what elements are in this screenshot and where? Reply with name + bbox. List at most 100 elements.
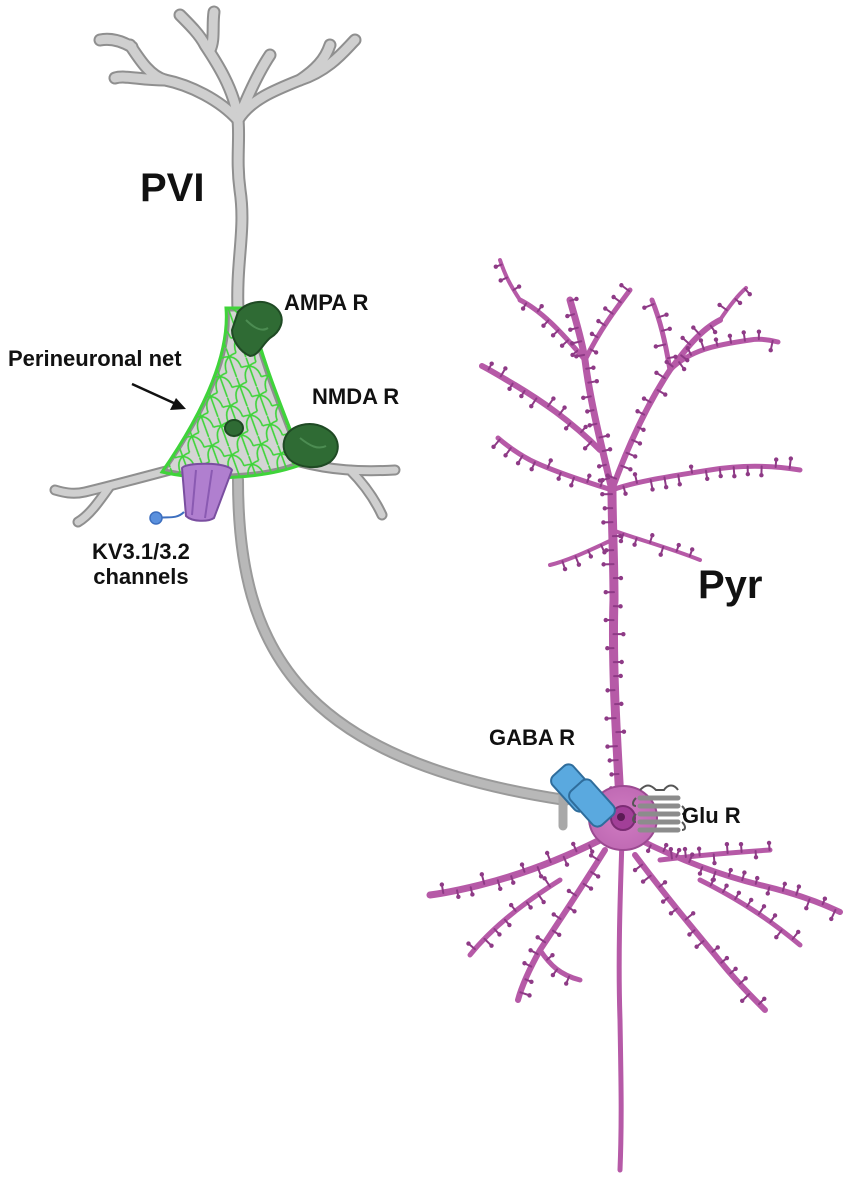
spine-head [529, 466, 534, 472]
spine-head [529, 979, 534, 985]
spine-head [664, 359, 669, 365]
spine-head [667, 326, 672, 332]
spine-head [772, 913, 778, 918]
spine-head [562, 405, 567, 410]
spine-head [728, 867, 733, 873]
spine-head [632, 867, 638, 873]
spine-head [712, 860, 717, 866]
spine-head [765, 891, 770, 896]
spine-head [774, 457, 779, 462]
spine-head [748, 897, 754, 903]
spine-head [691, 911, 696, 916]
spine-head [528, 905, 533, 910]
spine-head [680, 335, 685, 341]
spine-head [635, 409, 640, 414]
spine-head [593, 350, 599, 355]
spine-head [727, 333, 733, 339]
spine-head [605, 473, 610, 478]
spine-head [618, 673, 623, 679]
spine-head [591, 365, 596, 370]
pvi-apical-dendrites [93, 5, 362, 317]
spine-head [685, 357, 690, 363]
spine-head [511, 880, 516, 885]
spine-head [715, 945, 720, 950]
spine-head [755, 875, 760, 881]
spine-head [668, 846, 674, 852]
spine-head [570, 352, 575, 358]
spine-head [738, 842, 744, 847]
spine-head [583, 424, 588, 430]
spine-head [603, 617, 608, 623]
spine-head [522, 961, 527, 966]
spine-head [470, 892, 475, 897]
ampa-receptor-icon [230, 301, 283, 358]
spine-head [568, 327, 573, 332]
spine-head [605, 433, 611, 438]
spine-head [596, 464, 602, 469]
spine-head [637, 441, 643, 446]
spine-head [571, 841, 576, 847]
spine-head [691, 325, 696, 330]
spine-head [565, 313, 570, 319]
spine-head [712, 329, 718, 335]
spine-head [737, 300, 743, 306]
spine-head [668, 911, 674, 916]
spine-head [618, 538, 624, 544]
spine-head [601, 520, 606, 525]
spine-head [539, 303, 544, 309]
spine-head [796, 929, 801, 935]
spine-head [515, 460, 521, 466]
spine-head [753, 855, 759, 860]
spine-head [605, 646, 610, 651]
spine-head [618, 575, 624, 581]
spine-head [743, 976, 748, 981]
spine-head [576, 562, 582, 567]
spine-head [550, 952, 555, 958]
spine-head [687, 932, 692, 937]
spine-head [689, 547, 695, 552]
spine-head [602, 550, 607, 555]
pvi-axon [232, 474, 571, 806]
spine-head [605, 744, 610, 749]
spine-head [507, 386, 512, 392]
spine-head [574, 296, 579, 302]
spine-head [589, 331, 595, 337]
spine-head [498, 886, 503, 891]
spine-head [507, 922, 512, 928]
spine-head [503, 453, 508, 458]
spine-head [756, 329, 762, 334]
spine-head [535, 935, 540, 940]
spine-head [589, 849, 595, 854]
spine-head [550, 333, 556, 338]
spine-head [516, 284, 522, 289]
spine-head [697, 871, 703, 876]
spine-head [782, 881, 788, 887]
spine-head [563, 426, 569, 431]
spine-head [788, 456, 794, 461]
gaba-receptor-icon [550, 763, 616, 828]
spine-head [718, 473, 723, 479]
spine-head [611, 294, 616, 300]
spine-head [564, 862, 570, 867]
spine-head [698, 338, 704, 343]
spine-head [600, 477, 605, 483]
spine-head [688, 464, 694, 469]
spine-head [581, 395, 586, 400]
spine-head [498, 278, 503, 283]
spine-head [658, 552, 663, 557]
spine-head [556, 476, 561, 481]
pvi-interneuron [49, 5, 571, 831]
spine-head [508, 902, 514, 908]
spine-head [562, 566, 568, 572]
spine-head [588, 853, 594, 858]
spine-head [713, 337, 719, 342]
spine-head [596, 318, 601, 324]
spine-head [645, 848, 651, 854]
spine-head [582, 446, 588, 451]
spine-head [489, 943, 494, 948]
perineuronal-net [159, 306, 305, 480]
spine-head [550, 972, 556, 978]
kv-channels-label: KV3.1/3.2 channels [92, 539, 190, 590]
gaba-label: GABA R [489, 725, 575, 750]
